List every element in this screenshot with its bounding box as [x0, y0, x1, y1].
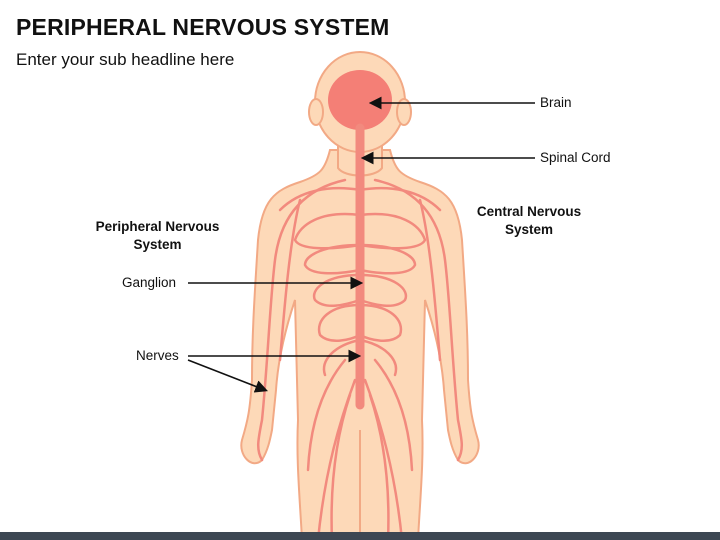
nervous-system — [257, 70, 463, 540]
callout-arrows — [187, 96, 535, 393]
nerves-arrow-lower — [187, 359, 268, 393]
slide-subtitle: Enter your sub headline here — [16, 50, 235, 69]
leg-nerves — [306, 358, 414, 540]
slide-title: PERIPHERAL NERVOUS SYSTEM — [16, 14, 390, 40]
label-nerves: Nerves — [136, 348, 179, 363]
footer-bar — [0, 532, 720, 540]
label-central-nervous-system: Central Nervous System — [476, 204, 582, 237]
label-ganglion: Ganglion — [122, 275, 177, 290]
label-brain: Brain — [540, 95, 572, 110]
arm-nerves — [257, 178, 463, 462]
right-ear — [396, 98, 412, 126]
label-spinal-cord: Spinal Cord — [540, 150, 611, 165]
left-ear — [308, 98, 324, 126]
label-peripheral-nervous-system: Peripheral Nervous System — [95, 219, 220, 252]
brain-shape — [328, 70, 392, 130]
